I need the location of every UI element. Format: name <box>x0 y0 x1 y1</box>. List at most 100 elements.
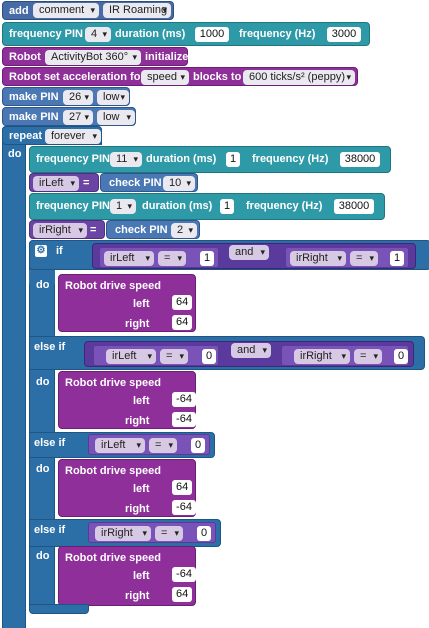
make-pin-block[interactable]: make PIN 26 low <box>2 87 130 106</box>
make-pin-block[interactable]: make PIN 27 low <box>2 107 136 126</box>
frequency-pin-label: frequency PIN <box>9 28 83 40</box>
pin-dropdown[interactable]: 11 <box>110 152 142 167</box>
value-input[interactable]: 0 <box>191 438 205 453</box>
pin-dropdown[interactable]: 1 <box>110 199 136 214</box>
do-label: do <box>36 279 50 291</box>
check-pin-label: check PIN <box>115 224 168 236</box>
else-if-label: else if <box>34 341 66 353</box>
duration-label: duration (ms) <box>115 28 186 40</box>
operator-dropdown[interactable]: = <box>160 349 188 364</box>
make-pin-dropdown[interactable]: 27 <box>63 110 93 125</box>
variable-dropdown[interactable]: irRight <box>95 526 151 541</box>
and-condition[interactable]: irLeft = 0 and irRight = 0 <box>84 341 414 367</box>
robot-type-dropdown[interactable]: ActivityBot 360° <box>45 50 141 65</box>
variable-dropdown[interactable]: irRight <box>290 251 346 266</box>
equals-label: = <box>83 177 90 189</box>
check-pin-label: check PIN <box>109 177 162 189</box>
frequency-input[interactable]: 38000 <box>340 152 380 167</box>
make-pin-dropdown[interactable]: 26 <box>63 90 93 105</box>
drive-label: Robot drive speed <box>65 280 161 292</box>
left-speed-input[interactable]: 64 <box>172 480 192 495</box>
and-dropdown[interactable]: and <box>231 343 271 358</box>
frequency-input[interactable]: 38000 <box>334 199 374 214</box>
check-pin-dropdown[interactable]: 2 <box>171 223 197 238</box>
compare-block[interactable]: irRight = 0 <box>88 522 216 543</box>
right-speed-input[interactable]: 64 <box>172 587 192 602</box>
pin-state-dropdown[interactable]: low <box>97 90 129 105</box>
check-pin-block[interactable]: check PIN 2 <box>106 220 200 239</box>
frequency-out-block[interactable]: frequency PIN 4 duration (ms) 1000 frequ… <box>2 22 370 46</box>
frequency-label: frequency (Hz) <box>252 153 329 165</box>
and-dropdown[interactable]: and <box>229 245 269 260</box>
left-speed-input[interactable]: 64 <box>172 295 192 310</box>
right-label: right <box>125 503 150 515</box>
compare-block[interactable]: irRight = 1 <box>285 247 409 268</box>
add-comment-block[interactable]: add comment IR Roaming <box>2 1 174 20</box>
variable-dropdown[interactable]: irRight <box>33 223 87 238</box>
left-speed-input[interactable]: -64 <box>172 567 196 582</box>
left-speed-input[interactable]: -64 <box>172 392 196 407</box>
frequency-out-block[interactable]: frequency PIN 1 duration (ms) 1 frequenc… <box>29 193 385 220</box>
set-irleft-block[interactable]: irLeft = <box>29 173 99 192</box>
right-speed-input[interactable]: 64 <box>172 315 192 330</box>
comment-type-dropdown[interactable]: comment <box>33 3 99 18</box>
compare-block[interactable]: irRight = 0 <box>281 345 409 366</box>
blocks-to-label: blocks to <box>193 71 242 83</box>
operator-dropdown[interactable]: = <box>354 349 382 364</box>
gear-icon[interactable]: ⚙ <box>35 245 47 257</box>
if-spine-seg <box>29 270 55 284</box>
right-label: right <box>125 318 150 330</box>
comment-text-field[interactable]: IR Roaming <box>103 3 171 18</box>
operator-dropdown[interactable]: = <box>149 438 177 453</box>
value-input[interactable]: 1 <box>200 251 214 266</box>
repeat-spine: do <box>2 145 26 628</box>
variable-dropdown[interactable]: irRight <box>294 349 350 364</box>
compare-block[interactable]: irLeft = 1 <box>99 247 219 268</box>
if-label: if <box>56 245 63 257</box>
else-if-label: else if <box>34 524 66 536</box>
initialize-label: initialize <box>145 51 189 63</box>
variable-dropdown[interactable]: irLeft <box>33 176 79 191</box>
repeat-mode-dropdown[interactable]: forever <box>45 129 101 144</box>
accel-mode-dropdown[interactable]: speed <box>141 70 189 85</box>
operator-dropdown[interactable]: = <box>155 526 183 541</box>
else-if-label: else if <box>34 437 66 449</box>
duration-input[interactable]: 1000 <box>195 27 229 42</box>
compare-block[interactable]: irLeft = 0 <box>88 434 210 455</box>
value-input[interactable]: 0 <box>394 349 408 364</box>
and-condition[interactable]: irLeft = 1 and irRight = 1 <box>92 243 416 269</box>
right-speed-input[interactable]: -64 <box>172 412 196 427</box>
drive-label: Robot drive speed <box>65 377 161 389</box>
accel-value-dropdown[interactable]: 600 ticks/s² (peppy) <box>243 70 355 85</box>
variable-dropdown[interactable]: irLeft <box>95 438 145 453</box>
duration-input[interactable]: 1 <box>220 199 234 214</box>
operator-dropdown[interactable]: = <box>350 251 378 266</box>
drive-label: Robot drive speed <box>65 465 161 477</box>
variable-dropdown[interactable]: irLeft <box>106 349 156 364</box>
value-input[interactable]: 0 <box>197 526 211 541</box>
do-label: do <box>36 376 50 388</box>
compare-block[interactable]: irLeft = 0 <box>93 345 219 366</box>
right-speed-input[interactable]: -64 <box>172 500 196 515</box>
frequency-input[interactable]: 3000 <box>327 27 361 42</box>
left-label: left <box>133 395 150 407</box>
frequency-label: frequency (Hz) <box>246 200 323 212</box>
pin-dropdown[interactable]: 4 <box>85 27 111 42</box>
value-input[interactable]: 1 <box>390 251 404 266</box>
variable-dropdown[interactable]: irLeft <box>104 251 154 266</box>
check-pin-dropdown[interactable]: 10 <box>163 176 195 191</box>
duration-input[interactable]: 1 <box>226 152 240 167</box>
check-pin-block[interactable]: check PIN 10 <box>100 173 198 192</box>
duration-label: duration (ms) <box>142 200 213 212</box>
do-label: do <box>36 463 50 475</box>
pin-state-dropdown[interactable]: low <box>97 110 135 125</box>
robot-acceleration-block[interactable]: Robot set acceleration for speed blocks … <box>2 67 358 86</box>
robot-initialize-block[interactable]: Robot ActivityBot 360° initialize <box>2 47 188 66</box>
make-pin-label: make PIN <box>9 91 59 103</box>
repeat-label: repeat <box>9 130 43 142</box>
set-irright-block[interactable]: irRight = <box>29 220 105 239</box>
do-label: do <box>8 148 22 160</box>
value-input[interactable]: 0 <box>202 349 216 364</box>
operator-dropdown[interactable]: = <box>158 251 186 266</box>
frequency-out-block[interactable]: frequency PIN 11 duration (ms) 1 frequen… <box>29 146 391 173</box>
